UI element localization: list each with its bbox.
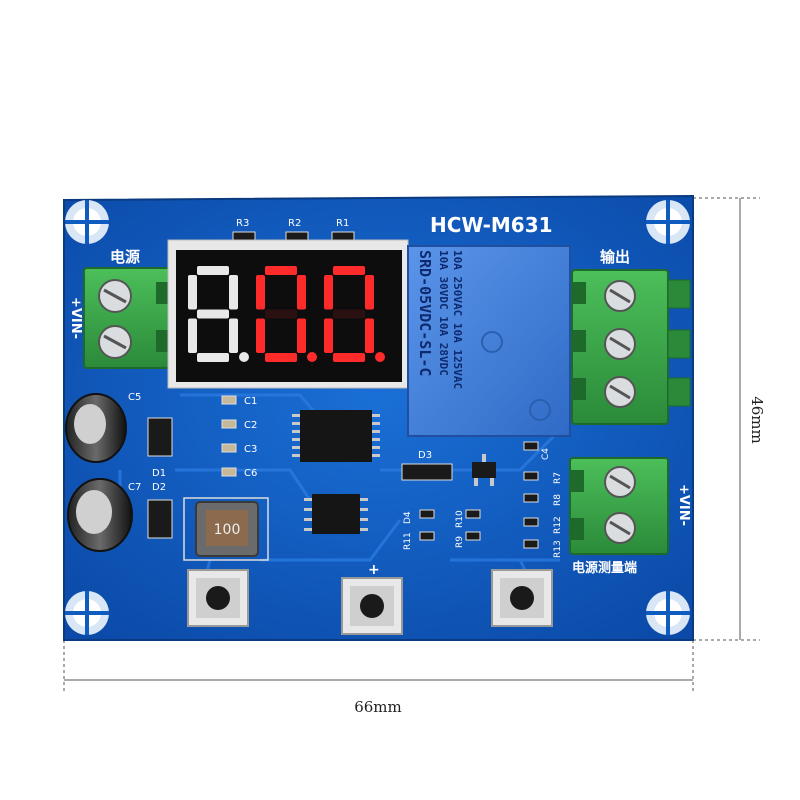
label-r9: R9 <box>455 536 465 548</box>
segment-2-g <box>265 309 297 319</box>
label-c3: C3 <box>244 444 257 455</box>
segment-2-a <box>265 266 297 275</box>
diode-d1 <box>147 417 173 457</box>
relay <box>407 245 571 437</box>
label-measure: 电源测量端 <box>572 560 637 576</box>
transistor <box>472 454 496 486</box>
segment-3-e <box>324 318 333 353</box>
push-button-right[interactable] <box>491 569 553 627</box>
driver-chip <box>304 494 368 534</box>
screw-icon <box>604 512 636 544</box>
label-r2: R2 <box>288 218 301 229</box>
decimal-point-2 <box>307 352 317 362</box>
mounting-hole-top-right <box>646 200 690 244</box>
label-c1: C1 <box>244 396 257 407</box>
seven-segment-display <box>167 239 409 389</box>
mcu-chip <box>292 410 380 462</box>
label-c2: C2 <box>244 420 257 431</box>
label-r7: R7 <box>553 472 563 484</box>
label-r10: R10 <box>455 510 465 528</box>
screw-icon <box>98 279 132 313</box>
inductor <box>183 497 269 561</box>
label-d2: D2 <box>152 482 166 493</box>
label-d4: D4 <box>403 511 413 524</box>
mounting-hole-bottom-right <box>646 591 690 635</box>
label-power: 电源 <box>110 248 140 266</box>
label-power-vin: +VIN- <box>68 297 83 339</box>
segment-1-e <box>188 318 197 353</box>
segment-3-d <box>333 353 365 362</box>
board-model-label: HCW-M631 <box>430 213 553 237</box>
label-c5: C5 <box>128 392 141 403</box>
screw-icon <box>98 325 132 359</box>
diode-d2 <box>147 499 173 539</box>
smd-resistors <box>419 441 539 549</box>
smd-capacitors <box>221 395 237 477</box>
mounting-hole-top-left <box>65 200 109 244</box>
diode-d3 <box>401 463 453 481</box>
decimal-point-3 <box>375 352 385 362</box>
label-r8: R8 <box>553 494 563 506</box>
relay-model: SRD-05VDC-SL-C <box>416 250 434 376</box>
electrolytic-capacitor-c5 <box>65 393 127 463</box>
segment-2-b <box>297 275 306 310</box>
decimal-point-1 <box>239 352 249 362</box>
height-dimension-label: 46mm <box>748 396 766 444</box>
segment-1-c <box>229 318 238 353</box>
measure-terminal-block[interactable] <box>569 457 669 555</box>
label-plus: + <box>368 562 380 578</box>
segment-3-f <box>324 275 333 310</box>
segment-3-a <box>333 266 365 275</box>
label-r11: R11 <box>403 532 413 550</box>
segment-3-g <box>333 309 365 319</box>
screw-icon <box>604 376 636 408</box>
electrolytic-capacitor-c7 <box>67 478 133 552</box>
segment-3-c <box>365 318 374 353</box>
label-d3: D3 <box>418 450 432 461</box>
segment-1-f <box>188 275 197 310</box>
push-button-left[interactable] <box>187 569 249 627</box>
screw-icon <box>604 466 636 498</box>
label-d1: D1 <box>152 468 166 479</box>
label-r12: R12 <box>553 516 563 534</box>
label-r1: R1 <box>336 218 349 229</box>
screw-icon <box>604 328 636 360</box>
mounting-holes <box>65 200 690 635</box>
segment-2-e <box>256 318 265 353</box>
label-r3: R3 <box>236 218 249 229</box>
push-button-plus[interactable] <box>341 577 403 635</box>
segment-1-b <box>229 275 238 310</box>
dimension-lines <box>63 197 760 692</box>
segment-1-g <box>197 309 229 319</box>
output-terminal-block[interactable] <box>571 269 691 425</box>
label-inductor: 100 <box>214 522 241 538</box>
segment-2-c <box>297 318 306 353</box>
segment-1-d <box>197 353 229 362</box>
screw-icon <box>604 280 636 312</box>
label-c7: C7 <box>128 482 141 493</box>
segment-2-f <box>256 275 265 310</box>
label-output: 输出 <box>600 248 630 266</box>
segment-3-b <box>365 275 374 310</box>
power-terminal-block[interactable] <box>83 267 171 369</box>
label-measure-vin: +VIN- <box>676 484 691 526</box>
segment-2-d <box>265 353 297 362</box>
width-dimension-label: 66mm <box>354 698 402 716</box>
label-r13: R13 <box>553 540 563 558</box>
mounting-hole-bottom-left <box>65 591 109 635</box>
relay-rating-line1: 10A 250VAC 10A 125VAC <box>451 250 464 389</box>
label-c6: C6 <box>244 468 257 479</box>
label-c4: C4 <box>541 448 551 460</box>
segment-1-a <box>197 266 229 275</box>
relay-rating-line2: 10A 30VDC 10A 28VDC <box>437 250 450 376</box>
